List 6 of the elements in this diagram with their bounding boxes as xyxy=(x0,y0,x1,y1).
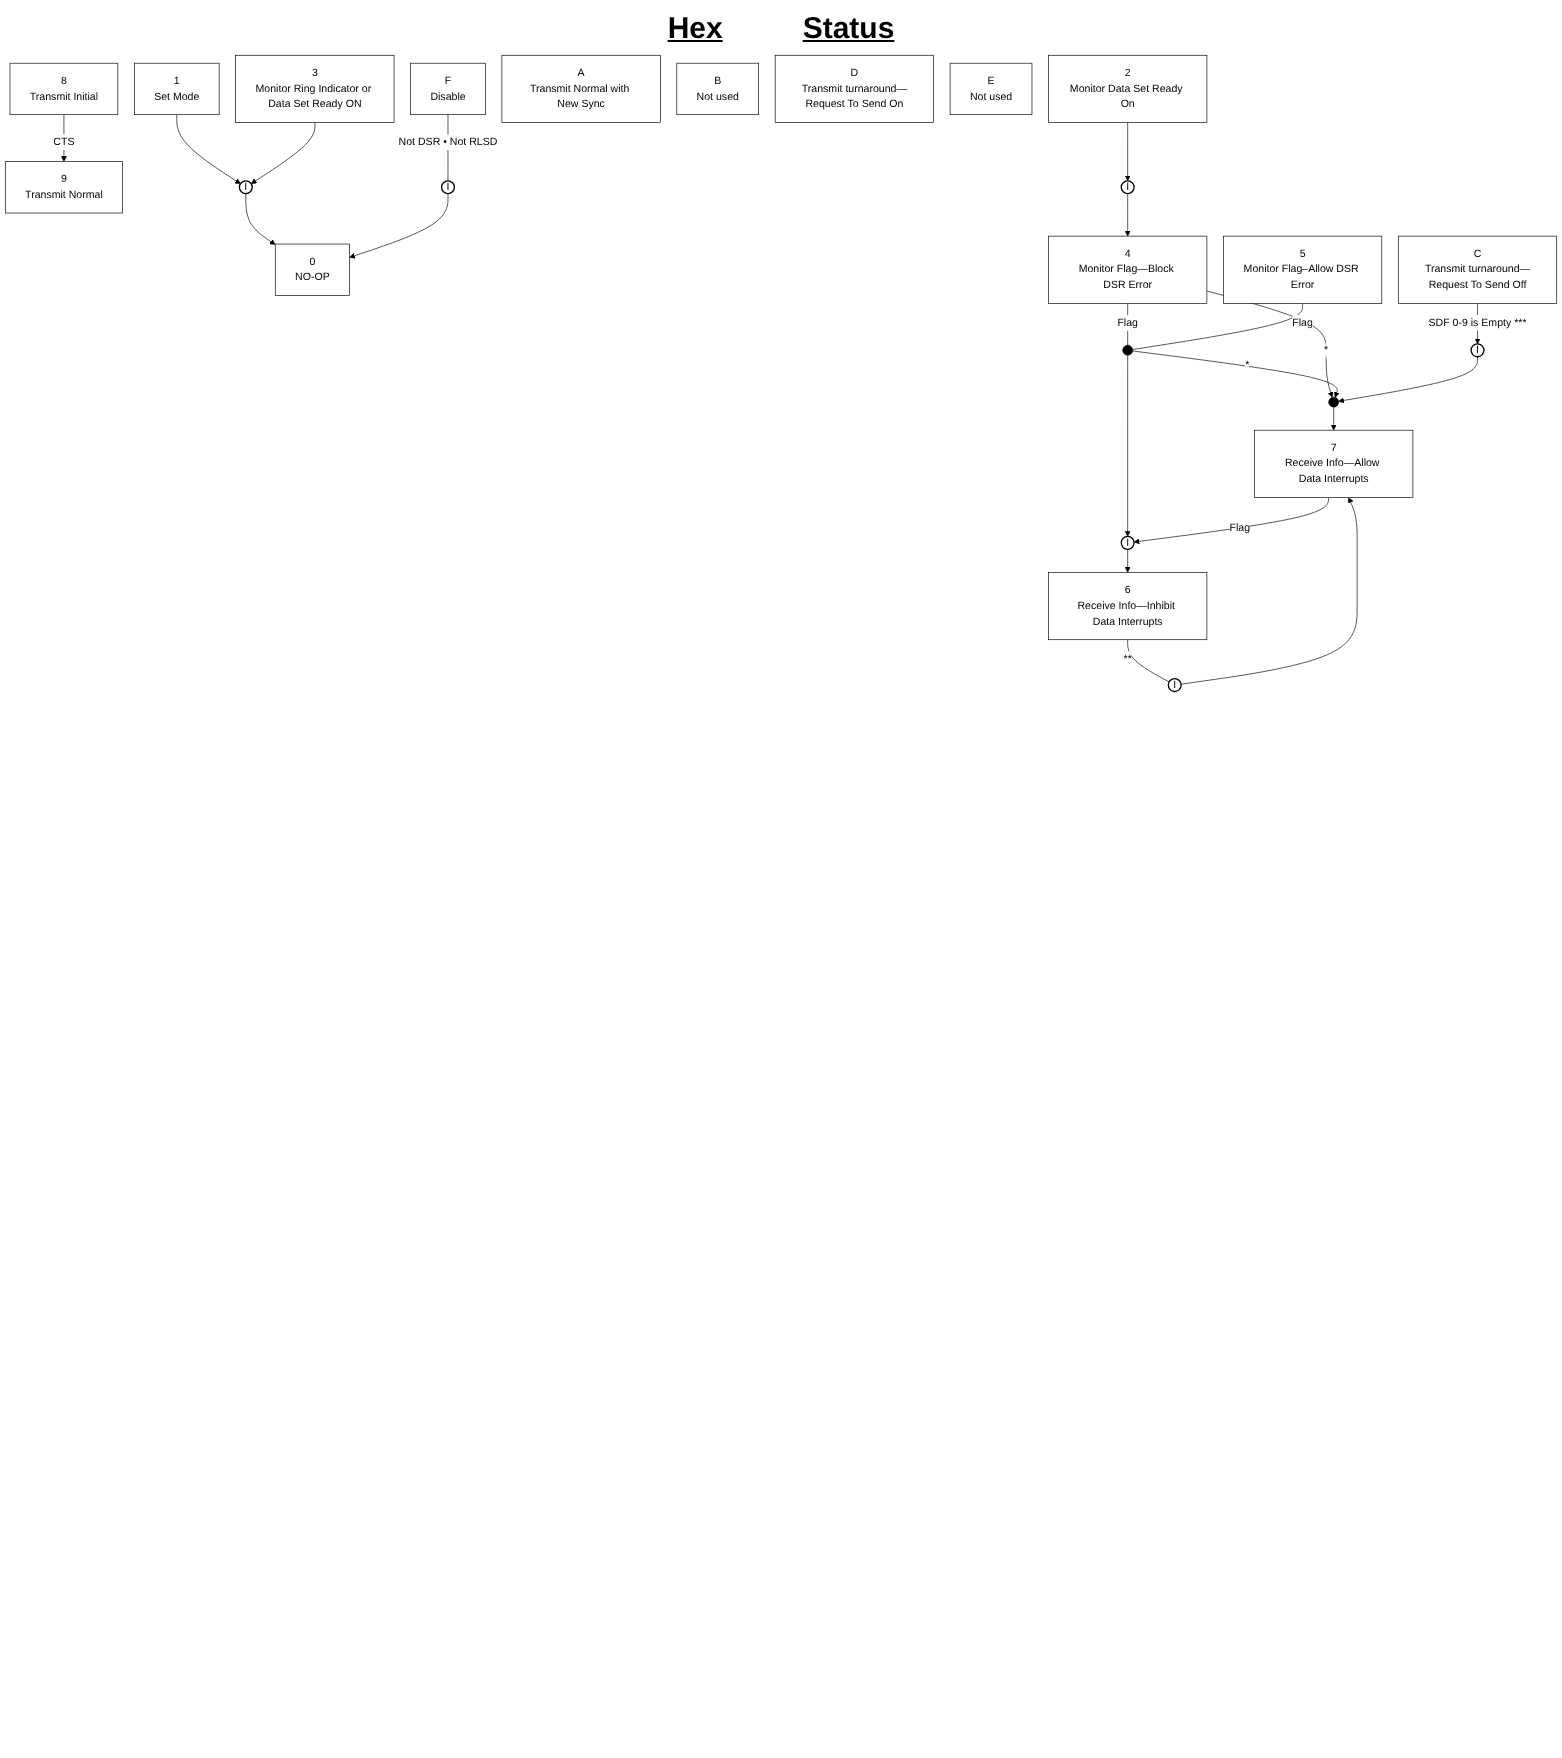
column-header: Hex xyxy=(667,12,723,46)
connector xyxy=(1132,303,1303,350)
connector xyxy=(1127,639,1170,683)
node-circle xyxy=(1328,396,1339,408)
node-circle xyxy=(1122,345,1133,356)
column-header: Status xyxy=(802,12,895,46)
